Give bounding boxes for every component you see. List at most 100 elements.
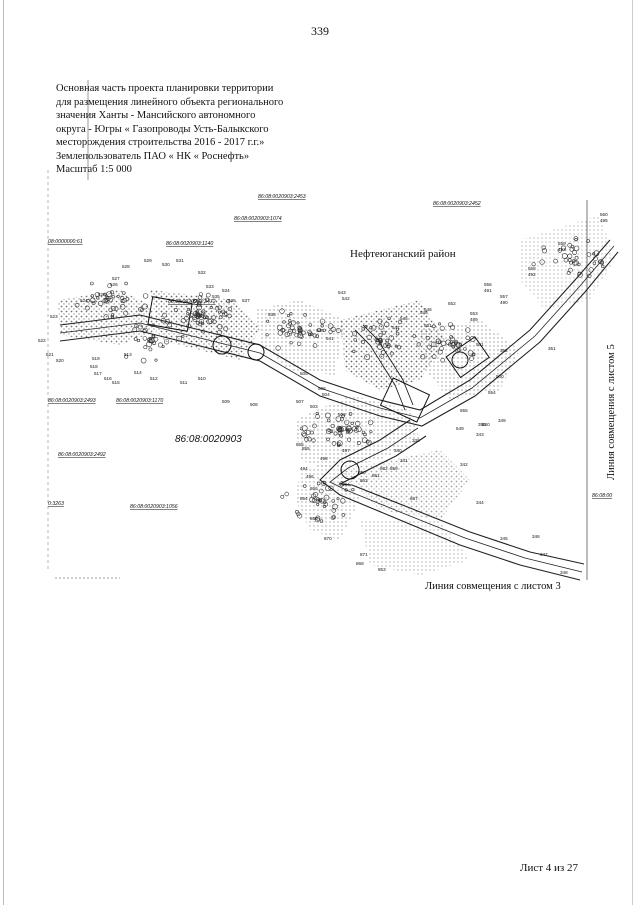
map-point-circle — [431, 341, 437, 348]
map-point-circle — [566, 270, 571, 275]
map-point-circle — [308, 323, 313, 327]
map-point-circle — [108, 297, 113, 303]
map-point-circle — [107, 283, 112, 289]
point-label: 490 — [500, 300, 508, 305]
point-label: 538 — [268, 312, 276, 317]
point-label: 550 — [482, 422, 490, 427]
map-point-circle — [206, 292, 211, 298]
map-point-circle — [315, 334, 320, 339]
map-point-circle — [284, 331, 290, 338]
map-point-circle — [439, 325, 445, 331]
map-point-circle — [397, 345, 402, 350]
map-point-circle — [350, 421, 354, 426]
map-point-circle — [151, 323, 155, 327]
point-label: 501 — [476, 342, 484, 347]
map-point-circle — [531, 262, 536, 267]
map-point-circle — [309, 496, 315, 503]
match-line-label-bottom: Линия совмещения с листом 3 — [425, 581, 561, 592]
point-label: 500 — [496, 374, 504, 379]
map-point-circle — [335, 328, 341, 333]
point-label: 554 — [488, 390, 496, 395]
map-point-circle — [165, 319, 171, 325]
map-point-circle — [176, 335, 182, 342]
map-point-circle — [138, 324, 143, 330]
point-label: 869 — [310, 516, 318, 521]
map-point-circle — [103, 292, 107, 297]
map-point-circle — [206, 318, 213, 325]
map-point-circle — [330, 423, 335, 429]
map-point-circle — [454, 347, 460, 353]
point-label: 340 — [394, 448, 402, 453]
map-point-circle — [341, 513, 346, 517]
map-point-circle — [569, 247, 574, 252]
map-point-circle — [84, 305, 90, 311]
point-label: 342 — [460, 462, 468, 467]
map-point-circle — [297, 513, 303, 519]
map-point-circle — [344, 488, 348, 492]
map-point-circle — [307, 329, 312, 335]
map-point-circle — [577, 262, 581, 266]
map-point-circle — [338, 433, 343, 438]
map-point-circle — [305, 430, 311, 435]
map-point-circle — [143, 345, 148, 350]
map-point-circle — [416, 342, 421, 347]
map-point-circle — [577, 271, 583, 278]
map-point-circle — [136, 338, 141, 343]
map-point-circle — [366, 334, 372, 341]
map-point-circle — [184, 315, 189, 321]
point-clusters — [74, 236, 605, 523]
point-label: 541 — [326, 336, 334, 341]
point-label: 866 — [310, 486, 318, 491]
land-user-line: Землепользователь ПАО « НК « Роснефть» — [56, 150, 250, 162]
map-point-circle — [186, 312, 190, 316]
map-point-circle — [539, 259, 545, 265]
map-point-circle — [124, 281, 128, 286]
map-point-circle — [308, 333, 312, 337]
map-point-circle — [215, 306, 220, 311]
map-point-circle — [287, 328, 294, 334]
map-point-circle — [148, 347, 153, 352]
cadastral-label: 08:0000000:61 — [48, 239, 83, 245]
map-point-circle — [588, 267, 594, 273]
map-point-circle — [134, 324, 139, 329]
map-point-circle — [303, 312, 307, 317]
map-point-circle — [103, 297, 110, 304]
map-point-circle — [542, 248, 548, 254]
map-point-circle — [431, 324, 436, 329]
title-line-3: значения Ханты - Мансийского автономного — [56, 110, 256, 121]
point-label: 855 — [302, 446, 310, 451]
map-point-circle — [153, 336, 159, 342]
map-point-circle — [328, 485, 334, 491]
map-point-circle — [304, 437, 309, 442]
map-point-circle — [318, 488, 324, 494]
point-label: 547 — [392, 325, 400, 330]
map-point-circle — [299, 427, 303, 431]
map-point-circle — [205, 315, 209, 320]
title-block: Основная часть проекта планировки террит… — [56, 82, 306, 177]
map-point-circle — [395, 331, 400, 336]
map-point-circle — [355, 426, 362, 433]
map-point-circle — [454, 339, 458, 344]
map-point-circle — [74, 302, 80, 308]
point-label: 351 — [548, 346, 556, 351]
point-label: 526 — [110, 282, 118, 287]
map-point-circle — [440, 357, 446, 363]
map-point-circle — [351, 488, 355, 492]
map-point-circle — [310, 332, 314, 336]
map-point-circle — [201, 309, 206, 314]
map-point-circle — [437, 322, 441, 326]
title-line-5: месторождения строительства 2016 - 2017 … — [56, 137, 265, 148]
map-point-circle — [377, 318, 383, 324]
map-point-circle — [138, 306, 143, 312]
point-label: 862 — [380, 466, 388, 471]
point-label: 528 — [122, 264, 130, 269]
map-point-circle — [465, 335, 470, 340]
map-point-circle — [355, 420, 361, 427]
point-label: 341 — [400, 458, 408, 463]
map-point-circle — [326, 437, 330, 442]
point-label: 523 — [50, 314, 58, 319]
point-label: 870 — [324, 536, 332, 541]
map-point-circle — [124, 354, 129, 359]
point-label: 517 — [94, 371, 102, 376]
map-point-circle — [91, 301, 96, 305]
